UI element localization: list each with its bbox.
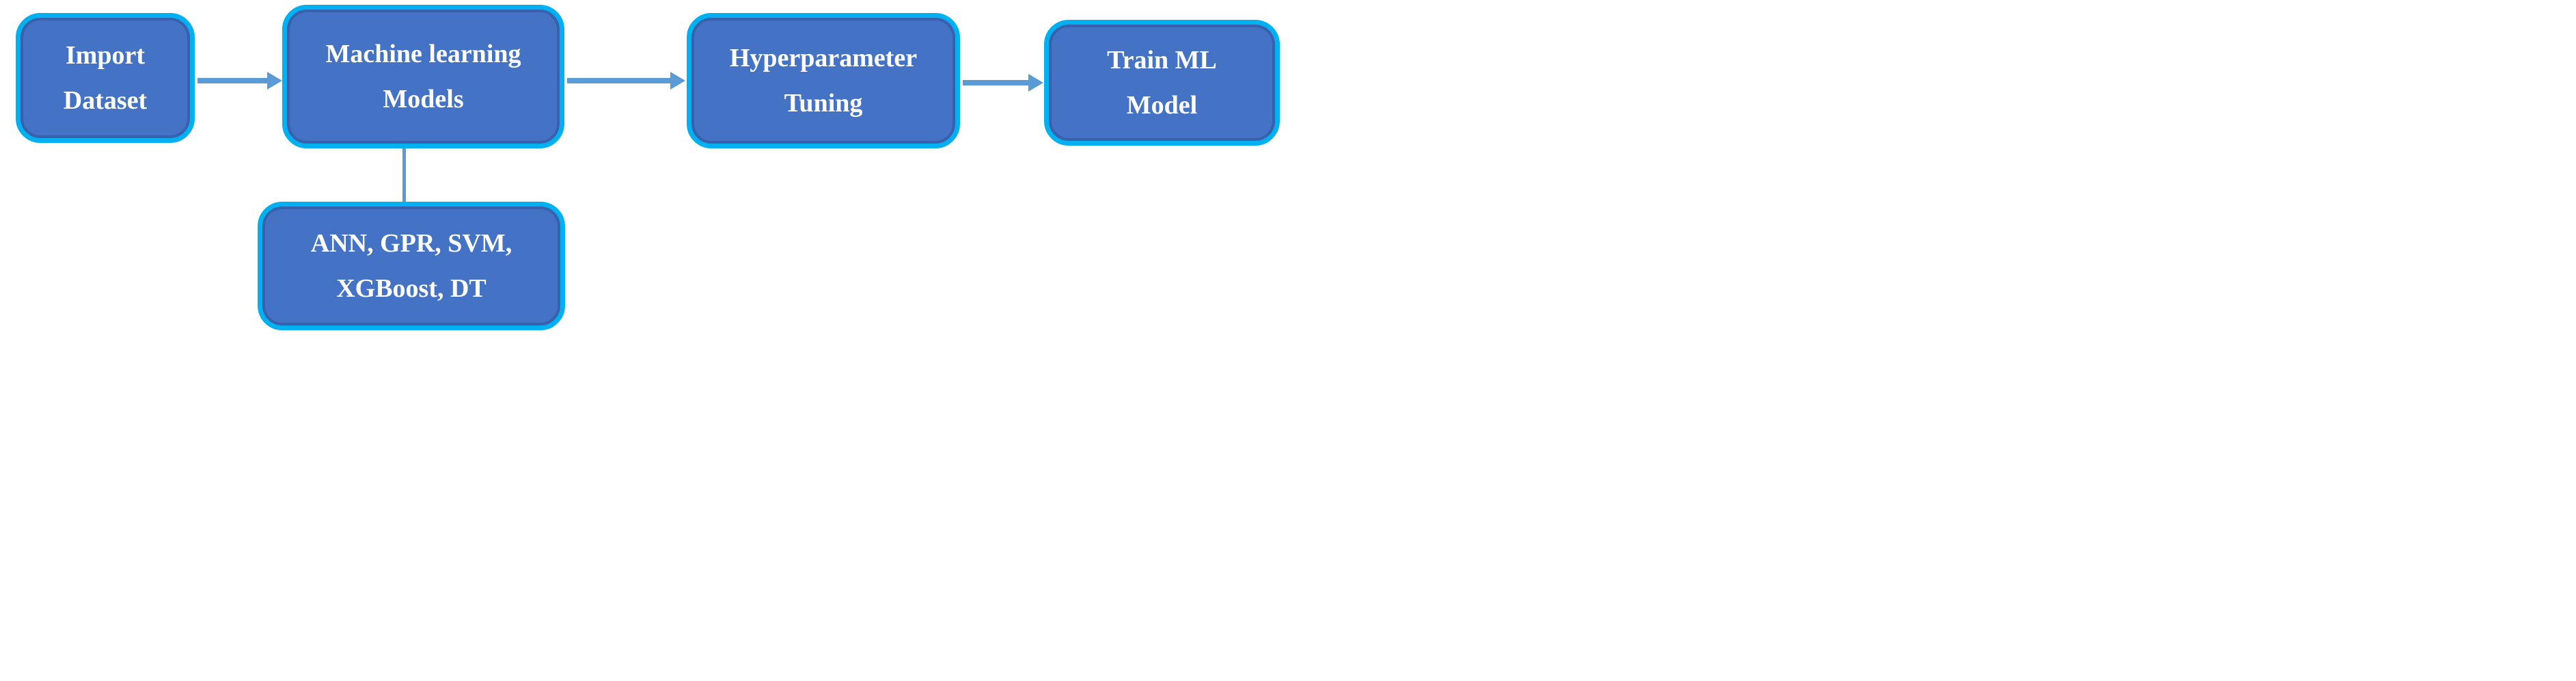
node-label: Dataset [63,86,148,115]
node-label: Models [383,85,464,113]
connector-tuning-to-train [963,74,1043,92]
connector-models-to-tuning [567,72,685,90]
node-train-ml-model: Train ML Model [1044,20,1280,146]
node-label: Import [65,40,146,70]
node-machine-learning-models: Machine learning Models [282,5,564,148]
node-label: Machine learning [325,39,521,68]
node-label: Train ML [1107,45,1217,75]
node-label: Model [1126,91,1198,120]
node-label: XGBoost, DT [336,274,487,303]
node-label: ANN, GPR, SVM, [310,228,512,258]
arrowhead-right-icon [1028,74,1043,92]
node-label: Tuning [784,89,863,118]
node-hyperparameter-tuning: Hyperparameter Tuning [687,13,960,148]
flowchart-canvas: Import Dataset Machine learning Models H… [0,0,1288,340]
arrowhead-right-icon [267,72,282,90]
arrowhead-right-icon [670,72,685,90]
node-model-list: ANN, GPR, SVM, XGBoost, DT [258,202,565,330]
connector-import-to-models [197,72,282,90]
node-label: Hyperparameter [729,43,918,72]
node-import-dataset: Import Dataset [16,13,195,143]
